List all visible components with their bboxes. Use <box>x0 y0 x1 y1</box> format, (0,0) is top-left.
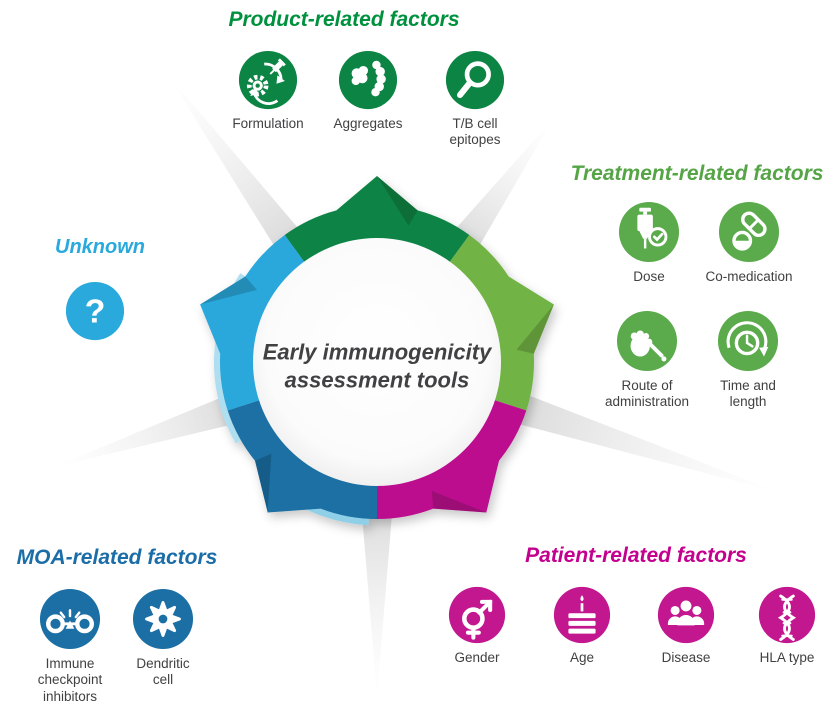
factor-label: Immune checkpoint inhibitors <box>37 656 103 704</box>
factor-label: Dendritic cell <box>136 656 190 688</box>
divider-wedge <box>168 75 308 259</box>
dendritic-cell-icon <box>132 588 194 650</box>
factor-dose: Dose <box>590 201 708 285</box>
factor-tb-epitopes: T/B cell epitopes <box>416 50 534 149</box>
factor-aggregates: Aggregates <box>309 50 427 132</box>
divider-wedge <box>361 502 393 697</box>
clock-arrow-icon <box>717 310 779 372</box>
dna-icon <box>758 586 816 644</box>
factor-time-and-length: Time and length <box>689 310 807 411</box>
magnifier-icon <box>445 50 505 110</box>
factor-label: Gender <box>454 650 500 665</box>
factor-label: HLA type <box>759 650 815 665</box>
factor-label: Dose <box>633 269 665 284</box>
factor-route-of-administration: Route of administration <box>588 310 706 411</box>
wheel-segment-treatment <box>449 235 554 411</box>
factor-label: Formulation <box>232 116 304 131</box>
factor-co-medication: Co-medication <box>690 201 808 285</box>
tip-fold-shadows <box>200 176 554 513</box>
people-icon <box>657 586 715 644</box>
factor-age: Age <box>523 586 641 666</box>
question-icon: ? <box>65 281 125 341</box>
divider-wedge <box>505 390 781 493</box>
cake-icon <box>553 586 611 644</box>
hand-dropper-icon <box>616 310 678 372</box>
factor-hla-type: HLA type <box>728 586 840 666</box>
wheel-segment-unknown <box>200 235 305 411</box>
section-title-product: Product-related factors <box>228 8 460 31</box>
wheel-group <box>200 176 554 526</box>
factor-immune-checkpoint-inhibitors: Immune checkpoint inhibitors <box>11 588 129 705</box>
factor-label: Disease <box>661 650 711 665</box>
gender-icon <box>448 586 506 644</box>
factor-unknown: ? <box>36 281 154 341</box>
factor-disease: Disease <box>627 586 745 666</box>
wheel-center-label: Early immunogenicity assessment tools <box>262 339 492 393</box>
divider-wedge <box>446 119 553 259</box>
factor-dendritic-cell: Dendritic cell <box>104 588 222 689</box>
section-title-moa: MOA-related factors <box>16 546 218 569</box>
factor-label: Route of administration <box>604 378 690 410</box>
divider-wedge <box>54 390 249 467</box>
factor-label: Time and length <box>720 378 776 410</box>
pills-icon <box>718 201 780 263</box>
factor-gender: Gender <box>418 586 536 666</box>
factor-label: Aggregates <box>333 116 403 131</box>
factor-label: T/B cell epitopes <box>449 116 501 148</box>
factor-formulation: Formulation <box>209 50 327 132</box>
syringe-check-icon <box>618 201 680 263</box>
factor-label: Age <box>569 650 595 665</box>
wheel-center <box>253 238 501 486</box>
wheel-segment-patient <box>377 400 527 519</box>
aggregates-icon <box>338 50 398 110</box>
section-title-patient: Patient-related factors <box>525 544 747 567</box>
formulation-icon <box>238 50 298 110</box>
section-title-unknown: Unknown <box>55 236 145 258</box>
factor-label: Co-medication <box>705 269 793 284</box>
wheel-segment-product <box>284 176 470 263</box>
checkpoint-icon <box>39 588 101 650</box>
svg-text:?: ? <box>85 293 106 331</box>
section-title-treatment: Treatment-related factors <box>570 162 824 185</box>
divider-wedges <box>54 75 781 697</box>
